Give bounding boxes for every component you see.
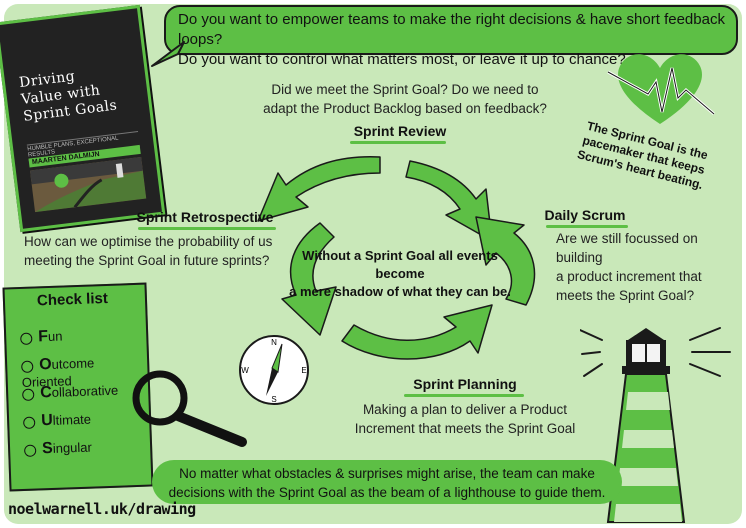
checklist-item-initial: O xyxy=(38,355,52,374)
magnifying-glass-icon xyxy=(132,370,247,447)
compass-east-label: E xyxy=(301,366,306,375)
checklist-item-initial: C xyxy=(39,383,53,402)
sprint-planning-text: Making a plan to deliver a Product Incre… xyxy=(330,400,600,438)
checklist-item-text: ingular xyxy=(52,439,93,456)
checklist-circle-icon xyxy=(23,444,37,457)
bottom-banner-line-1: No matter what obstacles & surprises mig… xyxy=(179,466,595,481)
sprint-planning-label: Sprint Planning xyxy=(413,376,517,392)
checklist-item-text: ltimate xyxy=(52,411,92,428)
checklist-item-text: ollaborative xyxy=(51,382,119,400)
bottom-banner: No matter what obstacles & surprises mig… xyxy=(152,460,622,504)
top-questions-bubble: Do you want to empower teams to make the… xyxy=(164,5,738,68)
checklist-item-initial: S xyxy=(41,439,54,458)
top-question-1: Do you want to empower teams to make the… xyxy=(178,11,725,48)
checklist-title: Check list xyxy=(36,289,109,310)
center-statement-line-1: Without a Sprint Goal all events become xyxy=(302,248,498,281)
sprint-review-label: Sprint Review xyxy=(353,123,447,139)
top-question-2: Do you want to control what matters most… xyxy=(178,51,626,68)
compass-north-label: N xyxy=(271,338,277,347)
checklist-circle-icon xyxy=(22,416,36,429)
sprint-review-question: Did we meet the Sprint Goal? Do we need … xyxy=(255,80,555,118)
daily-scrum-underline xyxy=(546,225,628,228)
compass-west-label: W xyxy=(241,366,249,375)
checklist-item-collaborative: Collaborative xyxy=(22,382,119,403)
sprint-review-question-1: Did we meet the Sprint Goal? Do we need … xyxy=(271,82,539,97)
checklist-circle-icon xyxy=(20,332,33,345)
credit-url: noelwarnell.uk/drawing xyxy=(8,500,196,518)
daily-scrum-text-1: Are we still focussed on building xyxy=(556,231,698,265)
checklist-item-ultimate: Ultimate xyxy=(22,411,92,431)
sprint-review-underline xyxy=(350,141,446,144)
checklist-circle-icon xyxy=(22,388,35,401)
checklist-item-text: un xyxy=(47,328,63,345)
lighthouse-icon xyxy=(580,327,731,523)
book-cover-illustration xyxy=(29,156,147,213)
sprint-retrospective-text: How can we optimise the probability of u… xyxy=(24,232,294,270)
sprint-review-question-2: adapt the Product Backlog based on feedb… xyxy=(263,101,547,116)
sprint-cycle-arrows xyxy=(257,156,536,360)
checklist-item-fun: Fun xyxy=(20,328,63,347)
bubble-tail xyxy=(151,41,185,67)
daily-scrum-label: Daily Scrum xyxy=(544,207,626,223)
book-title: Driving Value with Sprint Goals xyxy=(18,64,118,126)
sprint-planning-text-2: Increment that meets the Sprint Goal xyxy=(354,421,576,436)
sprint-planning-underline xyxy=(404,394,524,397)
book-cover: Driving Value with Sprint Goals HUMBLE P… xyxy=(0,4,166,233)
sprint-retrospective-text-1: How can we optimise the probability of u… xyxy=(24,234,273,249)
compass-icon: N E S W xyxy=(239,335,309,405)
daily-scrum-text: Are we still focussed on building a prod… xyxy=(556,229,741,305)
checklist-item-initial: F xyxy=(37,328,49,346)
checklist-item-initial: U xyxy=(40,411,54,430)
center-statement: Without a Sprint Goal all events become … xyxy=(280,247,520,301)
sprint-retrospective-underline xyxy=(138,227,276,230)
compass-south-label: S xyxy=(271,395,276,404)
checklist-item-singular: Singular xyxy=(23,439,93,459)
sprint-retrospective-text-2: meeting the Sprint Goal in future sprint… xyxy=(24,253,270,268)
daily-scrum-text-2: a product increment that xyxy=(556,269,702,284)
heart-pulse-icon xyxy=(607,54,715,124)
checklist-circle-icon xyxy=(21,360,34,373)
bottom-banner-line-2: decisions with the Sprint Goal as the be… xyxy=(168,485,606,500)
sprint-retrospective-label: Sprint Retrospective xyxy=(136,209,274,225)
daily-scrum-text-3: meets the Sprint Goal? xyxy=(556,288,695,303)
sprint-planning-text-1: Making a plan to deliver a Product xyxy=(362,402,568,417)
center-statement-line-2: a mere shadow of what they can be. xyxy=(289,284,511,299)
